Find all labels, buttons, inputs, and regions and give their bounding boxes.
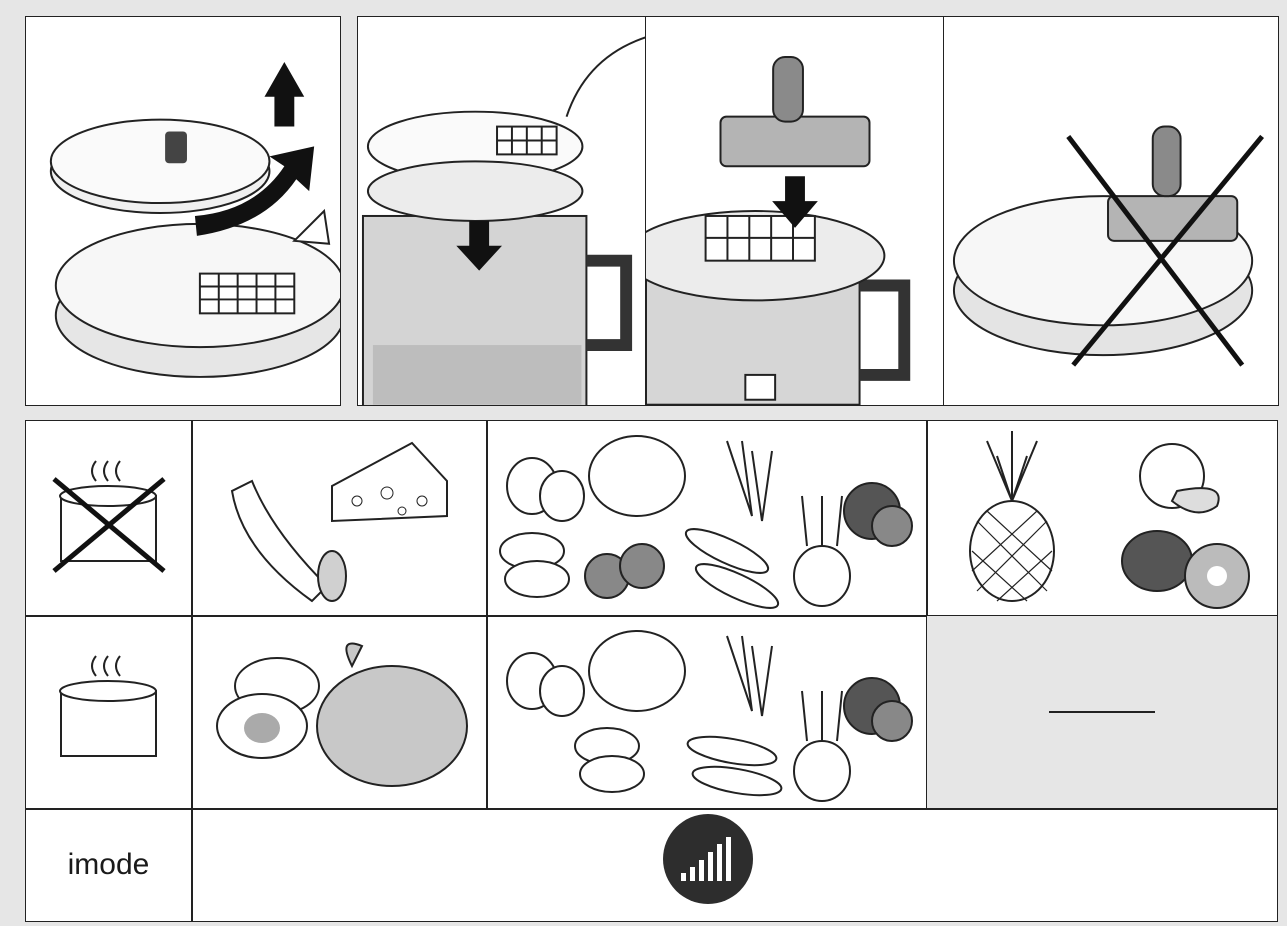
- step-panel-4: [943, 16, 1279, 406]
- row1-fruit-cell: [927, 421, 1277, 615]
- row2-meat-dairy-cell: [192, 616, 486, 808]
- cheese-icon: [332, 443, 447, 521]
- tomato-icon: [585, 544, 664, 598]
- imode-label-cell: imode: [26, 809, 191, 921]
- insert-dicing-insert-icon: [358, 17, 646, 405]
- cooking-pot-icon: [26, 616, 191, 808]
- potato-icon: [575, 728, 644, 792]
- row2-fruit-cell: [927, 616, 1277, 808]
- food-table: imode: [25, 420, 1278, 922]
- carrot-icon: [727, 441, 772, 521]
- row1-vegetables-cell: [487, 421, 926, 615]
- carrot-icon: [727, 636, 772, 716]
- apple-icon: [1140, 444, 1219, 512]
- row1-meat-dairy-cell: [192, 421, 486, 615]
- dicing-disc-assembly-icon: [26, 17, 340, 405]
- beetroot-icon: [844, 483, 912, 546]
- prohibited-cleaning-on-base-icon: [944, 17, 1278, 405]
- cucumber-icon: [681, 521, 783, 615]
- potato-icon: [500, 533, 569, 597]
- cleaning-tool-push-icon: [646, 17, 944, 405]
- imode-icon-cell: [192, 809, 1277, 921]
- pineapple-icon: [970, 431, 1054, 601]
- speed-level-icon: [192, 809, 1277, 921]
- celeriac-icon: [794, 496, 850, 606]
- beetroot-icon: [844, 678, 912, 741]
- row2-vegetables-cell: [487, 616, 926, 808]
- pumpkin-icon: [589, 436, 685, 516]
- salami-icon: [232, 481, 346, 601]
- imode-label: imode: [26, 809, 191, 921]
- row1-condition-cell: [26, 421, 191, 615]
- onion-icon: [507, 653, 584, 716]
- empty-dash: [1049, 711, 1155, 713]
- step-panel-3: [645, 16, 945, 406]
- no-cooking-pot-icon: [26, 421, 191, 615]
- step-panel-2: [357, 16, 647, 406]
- chicken-icon: [317, 644, 467, 787]
- pumpkin-icon: [589, 631, 685, 711]
- cucumber-icon: [686, 731, 784, 800]
- celeriac-icon: [794, 691, 850, 801]
- egg-icon: [217, 658, 319, 758]
- row2-condition-cell: [26, 616, 191, 808]
- kiwi-icon: [1122, 531, 1249, 608]
- onion-icon: [507, 458, 584, 521]
- step-panel-1: [25, 16, 341, 406]
